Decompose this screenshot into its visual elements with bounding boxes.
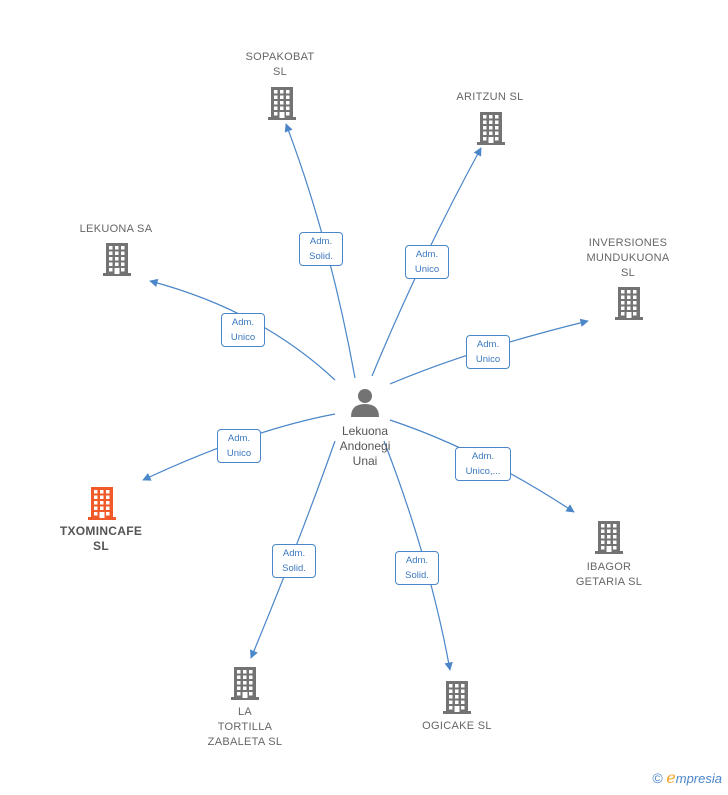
edge-label-aritzun[interactable]: Adm. Unico [405, 245, 449, 279]
empresia-logo-text: mpresia [675, 771, 722, 786]
building-icon-la-tortilla [231, 667, 259, 700]
building-icon-lekuona-sa [103, 243, 131, 276]
center-person-name[interactable]: Lekuona Andonegi Unai [339, 424, 391, 468]
building-icon-aritzun [477, 112, 505, 145]
copyright-icon: © [652, 770, 663, 786]
copyright-footer: © empresia [652, 768, 722, 787]
company-label-la-tortilla[interactable]: LA TORTILLA ZABALETA SL [207, 706, 283, 748]
edge-label-txomincafe[interactable]: Adm. Unico [217, 429, 261, 463]
company-label-ibagor[interactable]: IBAGOR GETARIA SL [575, 561, 643, 588]
building-icon-sopakobat [268, 87, 296, 120]
building-icon-ibagor [595, 521, 623, 554]
edge-label-ogicake[interactable]: Adm. Solid. [395, 551, 439, 585]
company-label-ogicake[interactable]: OGICAKE SL [422, 720, 492, 732]
person-icon[interactable] [351, 389, 379, 417]
company-label-lekuona-sa[interactable]: LEKUONA SA [79, 223, 153, 235]
edge-label-la-tortilla[interactable]: Adm. Solid. [272, 544, 316, 578]
empresia-logo-initial: e [666, 768, 676, 787]
building-icon-ogicake [443, 681, 471, 714]
edge-label-ibagor[interactable]: Adm. Unico,... [455, 447, 511, 481]
company-label-inversiones[interactable]: INVERSIONES MUNDUKUONA SL [586, 237, 670, 279]
company-label-sopakobat[interactable]: SOPAKOBAT SL [245, 51, 315, 78]
company-label-aritzun[interactable]: ARITZUN SL [456, 91, 524, 103]
edge-label-inversiones[interactable]: Adm. Unico [466, 335, 510, 369]
company-label-txomincafe[interactable]: TXOMINCAFE SL [59, 524, 143, 553]
building-icon-txomincafe [88, 487, 116, 520]
building-icon-inversiones [615, 287, 643, 320]
edge-label-sopakobat[interactable]: Adm. Solid. [299, 232, 343, 266]
edge-label-lekuona-sa[interactable]: Adm. Unico [221, 313, 265, 347]
